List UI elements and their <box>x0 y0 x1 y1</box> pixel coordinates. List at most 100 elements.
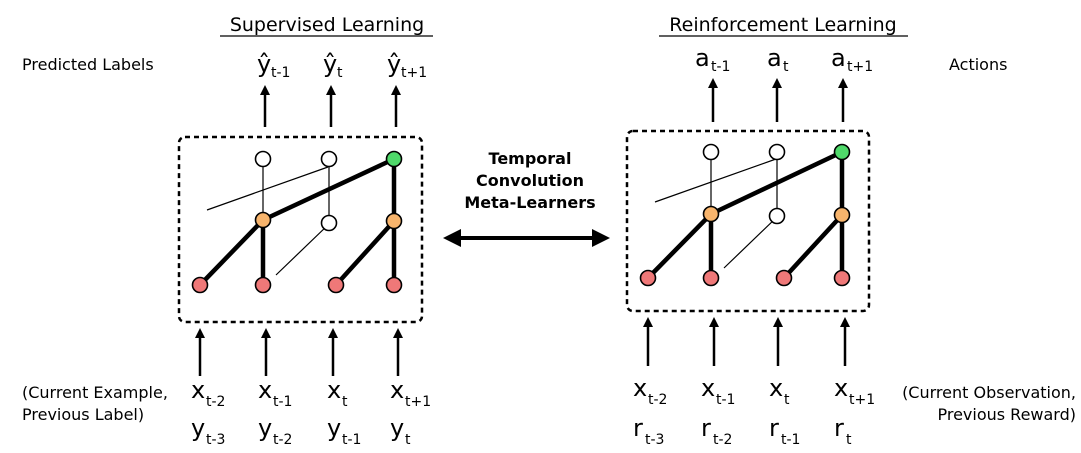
reinforcement-input-r-base: r <box>769 414 779 442</box>
center-label-line3: Meta-Learners <box>464 193 595 212</box>
reinforcement-input-x-base: x <box>701 374 715 402</box>
reinforcement-node-red <box>702 269 720 287</box>
supervised-node-red <box>254 276 272 294</box>
reinforcement-node-white <box>768 143 786 161</box>
supervised-node-green <box>385 150 403 168</box>
supervised-node-red <box>327 276 345 294</box>
reinforcement-edge-thick <box>781 212 845 281</box>
supervised-input-y-base: y <box>327 414 341 442</box>
supervised-input-x-sub: t-1 <box>273 394 292 410</box>
reinforcement-node-white <box>702 143 720 161</box>
reinforcement-node-green <box>833 143 851 161</box>
double-arrow-left-head <box>443 229 461 247</box>
reinforcement-network-edges <box>645 149 845 281</box>
reinforcement-input-r-base: r <box>633 414 643 442</box>
supervised-inputs-row1: x t-2 x t-1 x t x t+1 <box>191 376 431 410</box>
reinforcement-node-white <box>768 207 786 225</box>
supervised-edge-thick <box>333 218 397 288</box>
center-label-line1: Temporal <box>489 149 572 168</box>
supervised-output-1-sub: t <box>337 65 343 81</box>
reinforcement-node-red <box>775 269 793 287</box>
reinforcement-output-2-base: a <box>831 44 846 72</box>
supervised-output-0: ŷ t-1 <box>257 50 290 81</box>
supervised-node-orange <box>254 211 272 229</box>
supervised-node-white <box>254 150 272 168</box>
reinforcement-network-box <box>625 129 871 313</box>
supervised-network-edges <box>197 156 397 288</box>
supervised-input-x-base: x <box>390 376 404 404</box>
reinforcement-output-1-sub: t <box>783 59 789 75</box>
supervised-input-label-line1: (Current Example, <box>22 383 168 402</box>
reinforcement-input-x-sub: t-1 <box>716 392 735 408</box>
supervised-node-red <box>385 276 403 294</box>
supervised-output-0-sub: t-1 <box>271 65 290 81</box>
supervised-input-y-base: y <box>191 414 205 442</box>
supervised-edge-thick <box>260 156 397 223</box>
supervised-network-nodes <box>191 150 403 294</box>
supervised-input-x-sub: t <box>342 394 348 410</box>
reinforcement-node-red <box>833 269 851 287</box>
supervised-output-1: ŷ t <box>323 50 343 81</box>
reinforcement-title: Reinforcement Learning <box>669 14 896 36</box>
supervised-inputs-row2: y t-3 y t-2 y t-1 y t <box>191 414 411 448</box>
reinforcement-input-x-sub: t-2 <box>648 392 667 408</box>
reinforcement-input-label-line2: Previous Reward) <box>937 405 1076 424</box>
reinforcement-input-x-sub: t <box>784 392 790 408</box>
double-arrow-right-head <box>592 229 610 247</box>
supervised-output-2: ŷ t+1 <box>387 50 427 81</box>
supervised-edge-thick <box>197 217 266 288</box>
supervised-node-white <box>320 150 338 168</box>
reinforcement-output-1-base: a <box>767 44 782 72</box>
supervised-input-y-sub: t <box>405 432 411 448</box>
reinforcement-network-nodes <box>639 143 851 287</box>
reinforcement-edge-thin <box>654 158 777 203</box>
supervised-node-orange <box>385 212 403 230</box>
reinforcement-input-label-line1: (Current Observation, <box>902 383 1076 402</box>
supervised-output-1-base: ŷ <box>323 50 337 78</box>
reinforcement-input-r-base: r <box>701 414 711 442</box>
reinforcement-node-red <box>639 269 657 287</box>
supervised-input-x-base: x <box>327 376 341 404</box>
reinforcement-node-orange <box>702 205 720 223</box>
reinforcement-input-r-base: r <box>834 414 844 442</box>
supervised-input-y-sub: t-3 <box>206 432 225 448</box>
supervised-input-y-base: y <box>258 414 272 442</box>
supervised-input-x-sub: t+1 <box>405 394 431 410</box>
supervised-input-label-line2: Previous Label) <box>22 405 144 424</box>
reinforcement-output-0-base: a <box>695 44 710 72</box>
supervised-title: Supervised Learning <box>230 14 424 36</box>
reinforcement-edge-thin <box>723 216 778 269</box>
supervised-output-0-base: ŷ <box>257 50 271 78</box>
reinforcement-edge-thick <box>708 149 845 217</box>
reinforcement-input-r-sub: t <box>846 432 852 448</box>
actions-label: Actions <box>949 55 1007 74</box>
supervised-node-red <box>191 276 209 294</box>
reinforcement-output-0-sub: t-1 <box>711 59 730 75</box>
reinforcement-output-1: a t <box>767 44 789 75</box>
supervised-input-x-base: x <box>258 376 272 404</box>
supervised-input-y-base: y <box>390 414 404 442</box>
reinforcement-edge-thick <box>645 211 714 281</box>
reinforcement-node-orange <box>833 206 851 224</box>
predicted-labels-label: Predicted Labels <box>22 55 154 74</box>
supervised-output-2-sub: t+1 <box>401 65 427 81</box>
supervised-network-box <box>177 135 424 324</box>
supervised-output-2-base: ŷ <box>387 50 401 78</box>
supervised-edge-thin <box>275 223 330 276</box>
center-label-line2: Convolution <box>476 171 584 190</box>
reinforcement-inputs-row1: x t-2 x t-1 x t x t+1 <box>633 374 875 408</box>
reinforcement-output-2: a t+1 <box>831 44 873 75</box>
reinforcement-input-r-sub: t-3 <box>645 432 664 448</box>
supervised-node-white <box>320 214 338 232</box>
reinforcement-input-r-sub: t-1 <box>781 432 800 448</box>
reinforcement-input-r-sub: t-2 <box>713 432 732 448</box>
reinforcement-inputs-row2: r t-3 r t-2 r t-1 r t <box>633 414 852 448</box>
reinforcement-output-2-sub: t+1 <box>847 59 873 75</box>
reinforcement-input-x-sub: t+1 <box>849 392 875 408</box>
supervised-input-y-sub: t-1 <box>342 432 361 448</box>
reinforcement-input-x-base: x <box>834 374 848 402</box>
reinforcement-output-0: a t-1 <box>695 44 730 75</box>
supervised-input-x-sub: t-2 <box>206 394 225 410</box>
reinforcement-input-x-base: x <box>769 374 783 402</box>
